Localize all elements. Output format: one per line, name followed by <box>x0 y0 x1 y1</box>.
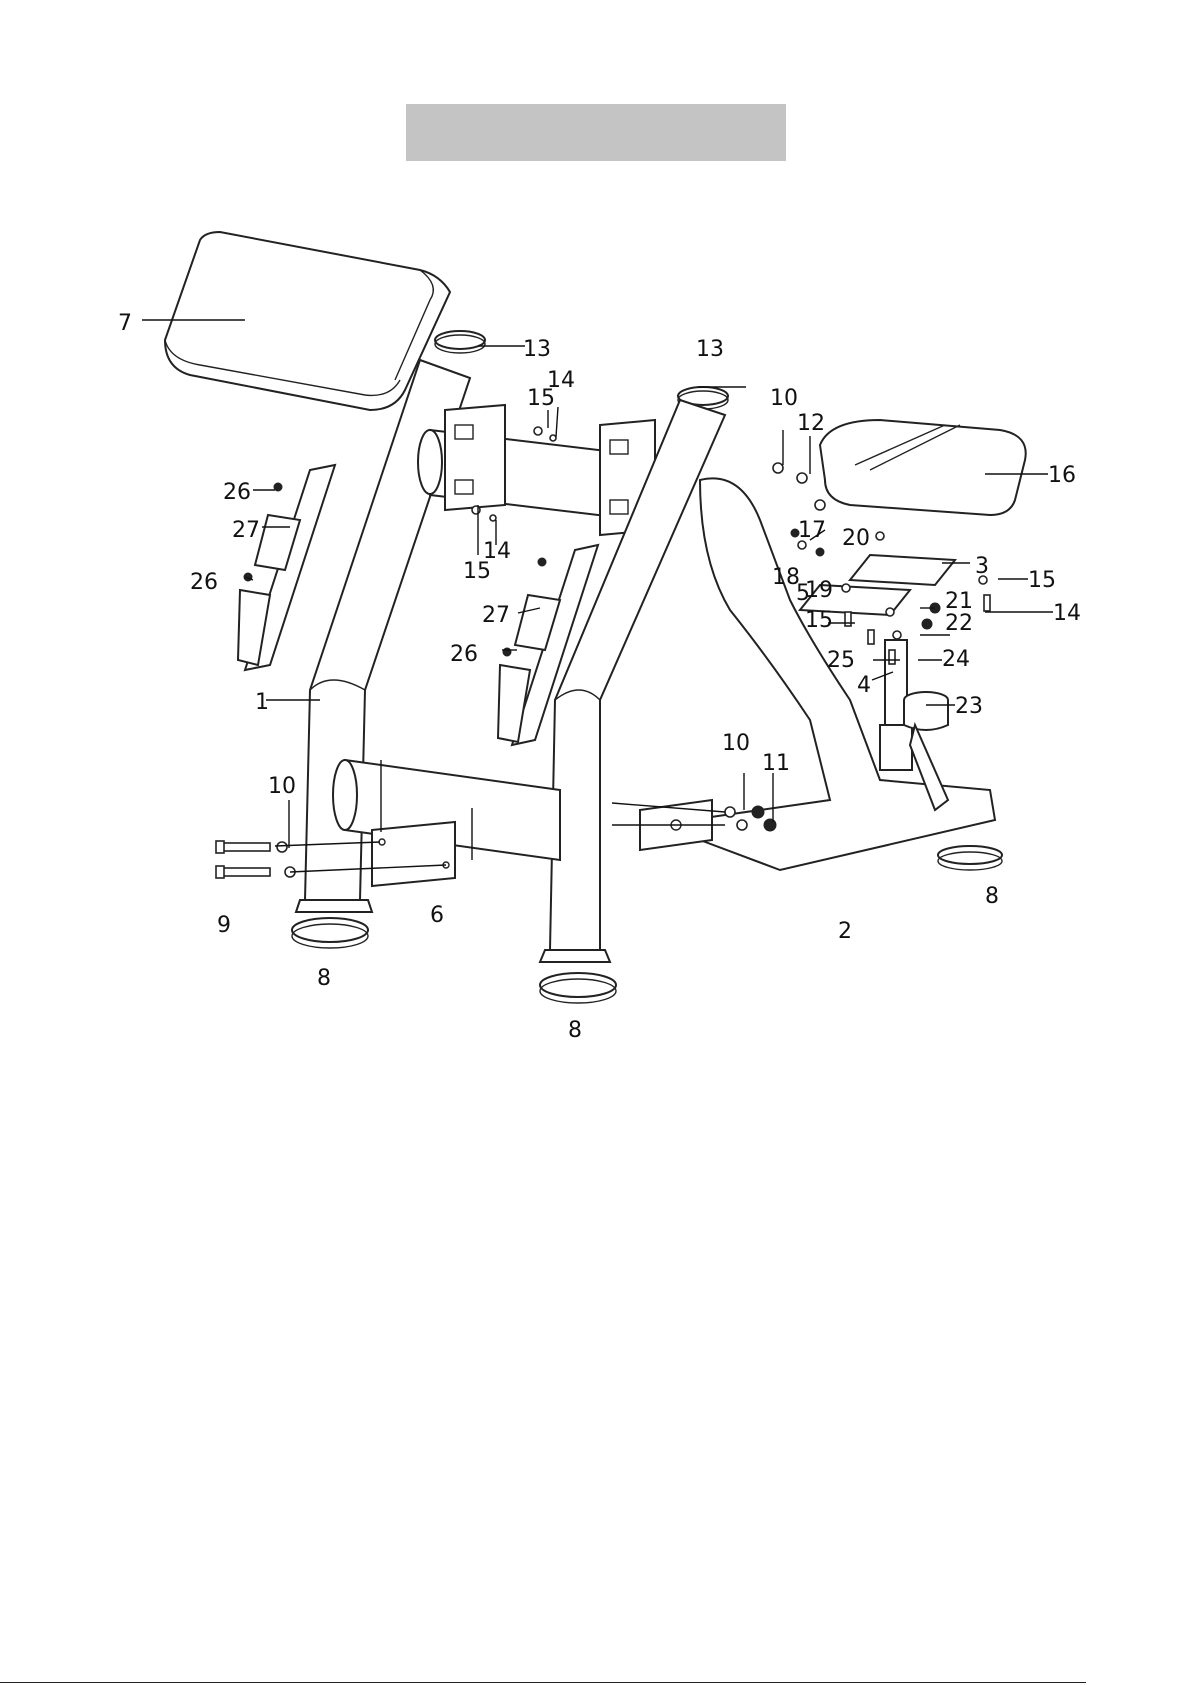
seat-pad <box>820 420 1026 515</box>
label-1: 1 <box>255 690 269 715</box>
label-15-mid: 15 <box>463 559 491 584</box>
bolt-9 <box>216 841 270 878</box>
label-2: 2 <box>838 919 852 944</box>
label-14-seat: 14 <box>1053 601 1081 626</box>
label-12: 12 <box>797 411 825 436</box>
label-8-left: 8 <box>317 966 331 991</box>
label-26-left: 26 <box>190 570 218 595</box>
label-7: 7 <box>118 311 132 336</box>
pad-support-tube <box>418 405 655 535</box>
label-22: 22 <box>945 611 973 636</box>
cross-plate-6 <box>372 822 455 886</box>
label-10-right: 10 <box>722 731 750 756</box>
label-8-right: 8 <box>985 884 999 909</box>
label-23: 23 <box>955 694 983 719</box>
label-10-seat: 10 <box>770 386 798 411</box>
label-25: 25 <box>827 648 855 673</box>
label-16: 16 <box>1048 463 1076 488</box>
label-10-left: 10 <box>268 774 296 799</box>
label-19: 19 <box>805 578 833 603</box>
label-27-left: 27 <box>232 518 260 543</box>
label-3: 3 <box>975 554 989 579</box>
page-bottom-rule <box>0 1682 1086 1683</box>
foot-pad-right <box>938 846 1002 870</box>
foot-pad-center <box>540 973 616 1003</box>
label-15-seat-left: 15 <box>805 608 833 633</box>
label-20: 20 <box>842 526 870 551</box>
label-27-right: 27 <box>482 603 510 628</box>
label-13-left: 13 <box>523 337 551 362</box>
label-11: 11 <box>762 751 790 776</box>
label-24: 24 <box>942 647 970 672</box>
label-4: 4 <box>857 673 871 698</box>
label-9: 9 <box>217 913 231 938</box>
end-cap-left <box>435 331 485 353</box>
label-26-top: 26 <box>223 480 251 505</box>
foot-pad-left <box>292 918 368 948</box>
label-17: 17 <box>798 518 826 543</box>
handle-bracket-left <box>238 465 335 670</box>
label-26-right: 26 <box>450 642 478 667</box>
seat-bracket-3 <box>850 555 955 585</box>
label-13-right: 13 <box>696 337 724 362</box>
label-15-seat-right: 15 <box>1028 568 1056 593</box>
label-15-top: 15 <box>527 386 555 411</box>
label-8-center: 8 <box>568 1018 582 1043</box>
label-18: 18 <box>772 565 800 590</box>
label-6: 6 <box>430 903 444 928</box>
arm-pad <box>165 232 450 410</box>
